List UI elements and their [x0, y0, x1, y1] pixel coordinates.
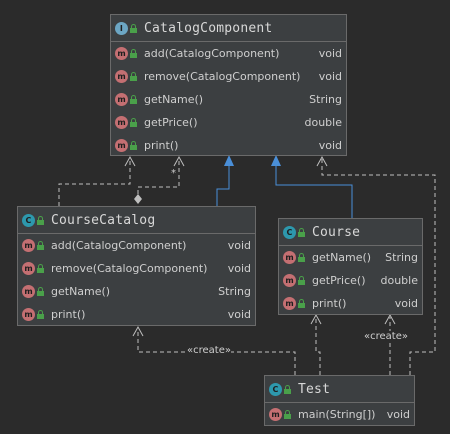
member-type: String	[309, 93, 342, 106]
member-row[interactable]: m add(CatalogComponent) void	[18, 234, 255, 257]
member-name: getName()	[312, 251, 372, 264]
member-name: main(String[])	[298, 408, 376, 421]
public-lock-icon	[130, 95, 137, 104]
member-name: getName()	[144, 93, 204, 106]
public-lock-icon	[37, 264, 44, 273]
method-icon: m	[115, 93, 128, 106]
method-icon: m	[115, 116, 128, 129]
class-name: CourseCatalog	[51, 212, 156, 228]
class-header: C Test	[265, 376, 414, 403]
member-row[interactable]: m remove(CatalogComponent) void	[18, 257, 255, 280]
method-icon: m	[22, 285, 35, 298]
member-row[interactable]: m getPrice() double	[279, 269, 422, 292]
member-row[interactable]: m remove(CatalogComponent) void	[111, 65, 346, 88]
member-type: void	[227, 262, 251, 275]
member-name: print()	[312, 297, 347, 310]
create-label-coursecatalog: «create»	[187, 345, 231, 356]
class-catalogcomponent[interactable]: I CatalogComponent m add(CatalogComponent…	[110, 14, 347, 156]
member-type: double	[304, 116, 343, 129]
member-name: print()	[144, 139, 179, 152]
public-lock-icon	[298, 299, 305, 308]
member-row[interactable]: m getName() String	[111, 88, 346, 111]
class-coursecatalog[interactable]: C CourseCatalog m add(CatalogComponent) vo…	[17, 206, 256, 326]
edge-course-extends-catalogcomponent	[271, 155, 353, 218]
method-icon: m	[22, 262, 35, 275]
member-type: void	[227, 308, 251, 321]
member-type: void	[318, 139, 342, 152]
edge-test-uses-catalogcomponent	[316, 155, 436, 375]
method-icon: m	[283, 251, 296, 264]
edge-test-uses-course	[310, 313, 322, 375]
class-icon: C	[269, 382, 282, 396]
method-icon: m	[269, 408, 282, 421]
member-name: remove(CatalogComponent)	[51, 262, 208, 275]
member-name: add(CatalogComponent)	[144, 47, 280, 60]
method-icon: m	[115, 47, 128, 60]
class-name: Course	[312, 224, 361, 240]
class-test[interactable]: C Test m main(String[]) void	[264, 375, 415, 426]
class-course[interactable]: C Course m getName() String m getPrice() doub…	[278, 218, 423, 315]
member-row[interactable]: m getName() String	[279, 246, 422, 269]
method-icon: m	[22, 239, 35, 252]
public-lock-icon	[37, 215, 44, 225]
member-type: void	[318, 47, 342, 60]
public-lock-icon	[298, 253, 305, 262]
member-row[interactable]: m getName() String	[18, 280, 255, 303]
public-lock-icon	[130, 141, 137, 150]
public-lock-icon	[37, 241, 44, 250]
public-lock-icon	[298, 227, 305, 237]
public-lock-icon	[130, 49, 137, 58]
member-type: void	[227, 239, 251, 252]
member-row[interactable]: m getPrice() double	[111, 111, 346, 134]
member-row[interactable]: m main(String[]) void	[265, 403, 414, 426]
interface-icon: I	[115, 21, 128, 35]
method-icon: m	[283, 297, 296, 310]
member-type: void	[394, 297, 418, 310]
member-row[interactable]: m add(CatalogComponent) void	[111, 42, 346, 65]
class-name: CatalogComponent	[144, 20, 273, 36]
create-label-course: «create»	[364, 331, 408, 342]
method-icon: m	[22, 308, 35, 321]
public-lock-icon	[37, 310, 44, 319]
method-icon: m	[115, 70, 128, 83]
member-name: getPrice()	[144, 116, 198, 129]
member-name: getPrice()	[312, 274, 366, 287]
member-name: getName()	[51, 285, 111, 298]
member-type: String	[385, 251, 418, 264]
member-type: String	[218, 285, 251, 298]
method-icon: m	[115, 139, 128, 152]
edge-coursecatalog-aggregates-catalogcomponent	[134, 155, 185, 204]
class-header: I CatalogComponent	[111, 15, 346, 42]
class-icon: C	[22, 213, 35, 227]
public-lock-icon	[130, 118, 137, 127]
member-row[interactable]: m print() void	[111, 134, 346, 157]
edge-test-creates-course	[384, 313, 396, 375]
public-lock-icon	[130, 23, 137, 33]
class-icon: C	[283, 225, 296, 239]
member-name: print()	[51, 308, 86, 321]
member-row[interactable]: m print() void	[18, 303, 255, 326]
public-lock-icon	[284, 410, 291, 419]
member-name: add(CatalogComponent)	[51, 239, 187, 252]
edge-coursecatalog-extends-catalogcomponent	[216, 155, 234, 206]
member-type: void	[386, 408, 410, 421]
public-lock-icon	[130, 72, 137, 81]
public-lock-icon	[298, 276, 305, 285]
edge-coursecatalog-uses-catalogcomponent	[58, 155, 136, 206]
member-type: double	[380, 274, 419, 287]
method-icon: m	[283, 274, 296, 287]
member-type: void	[318, 70, 342, 83]
multiplicity-label: *	[171, 168, 176, 179]
class-header: C CourseCatalog	[18, 207, 255, 234]
class-header: C Course	[279, 219, 422, 246]
class-name: Test	[298, 381, 331, 397]
public-lock-icon	[37, 287, 44, 296]
public-lock-icon	[284, 384, 291, 394]
member-row[interactable]: m print() void	[279, 292, 422, 315]
member-name: remove(CatalogComponent)	[144, 70, 301, 83]
